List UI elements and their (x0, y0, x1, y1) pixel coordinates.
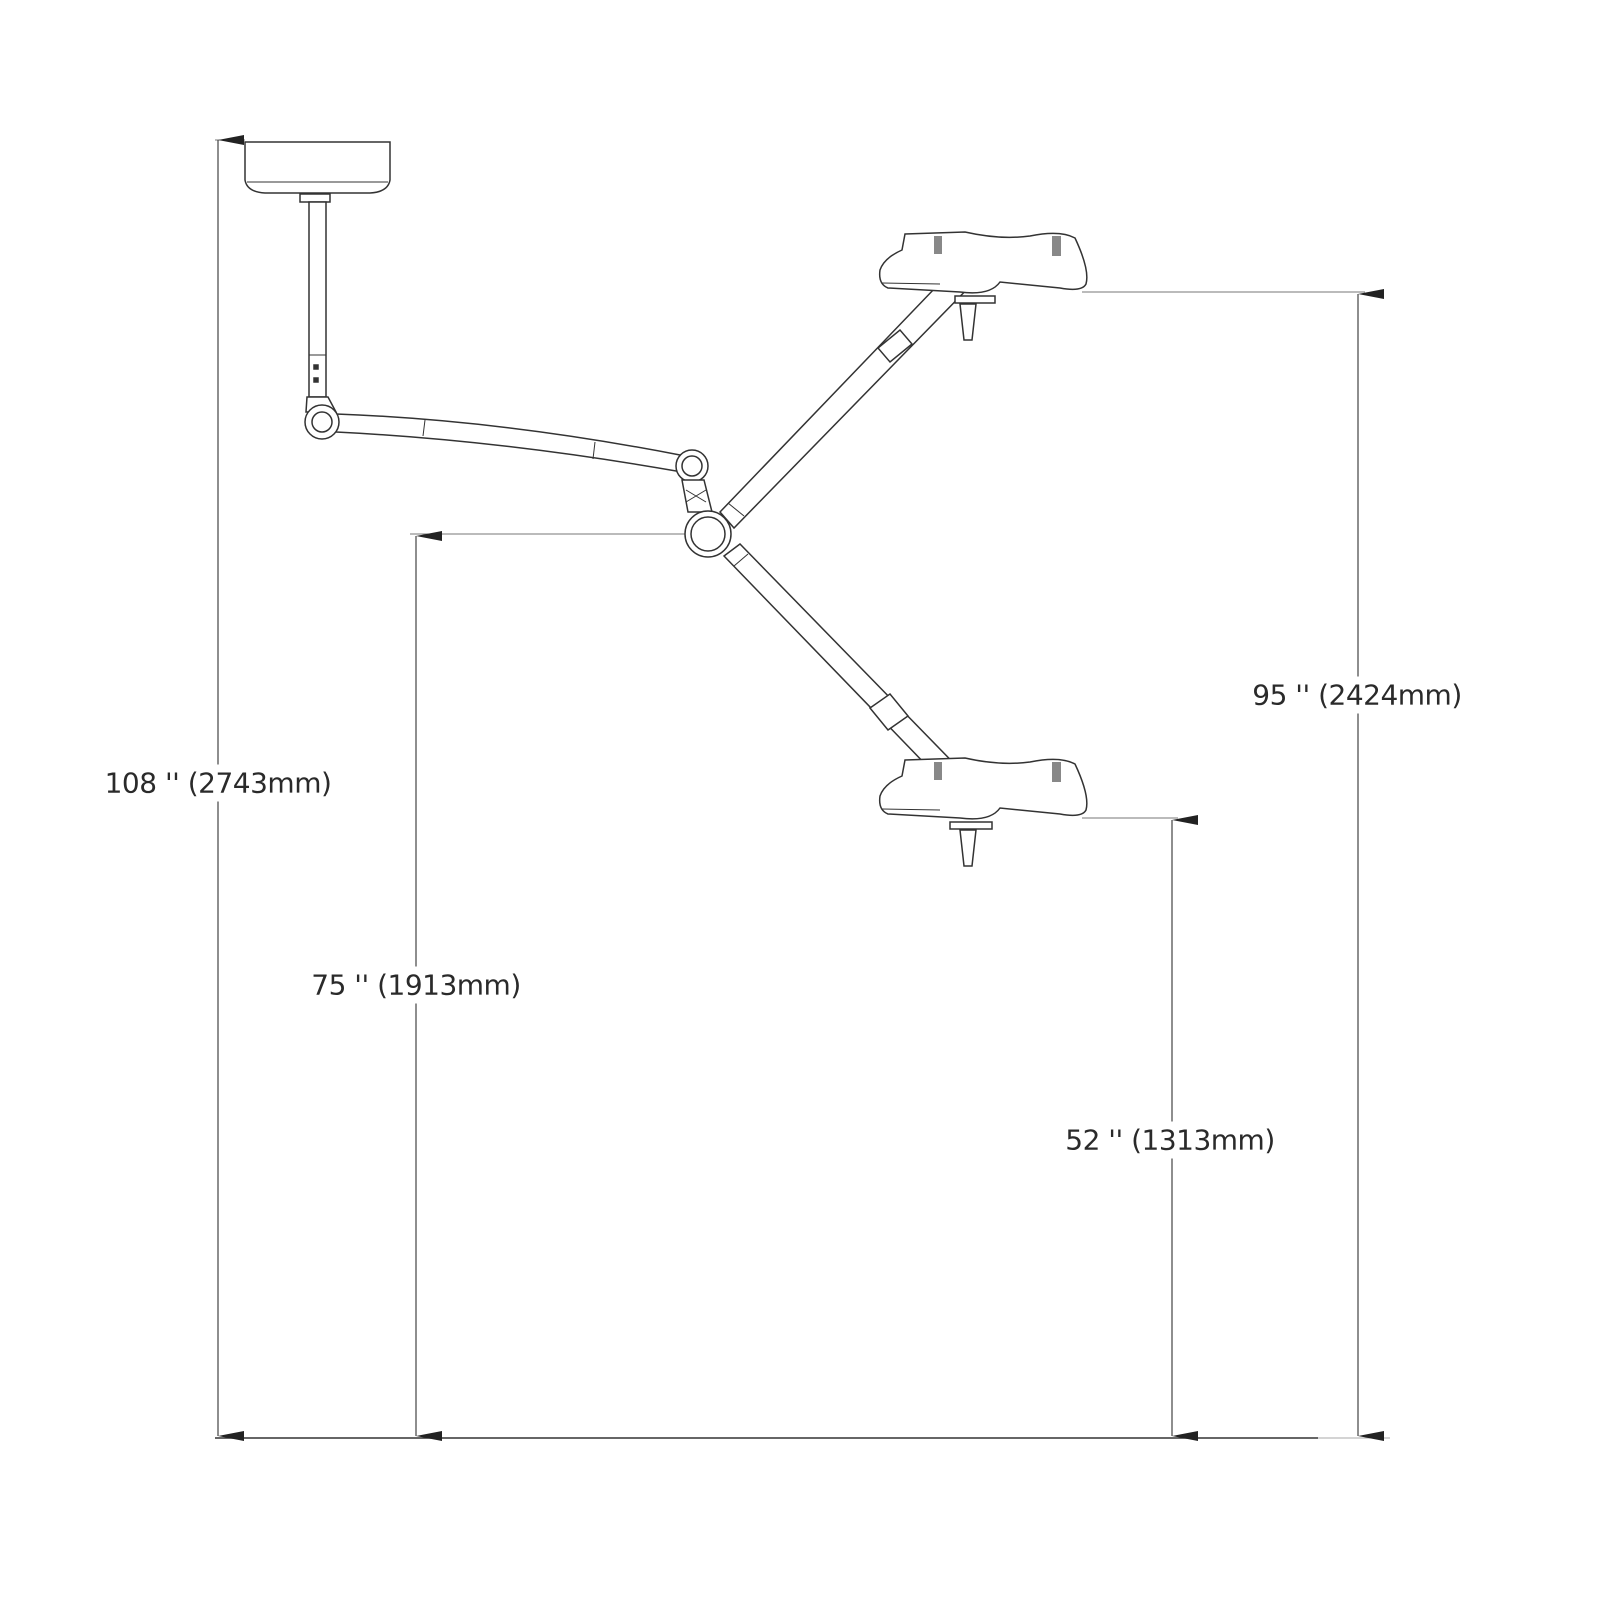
dimension-label-arm-joint-height: 75 '' (1913mm) (307, 966, 525, 1004)
dimension-label-lower-lamp-height: 52 '' (1313mm) (1061, 1121, 1279, 1159)
lower-lamp-head (878, 757, 1088, 867)
central-joint (684, 510, 732, 558)
upper-lamp-head (878, 231, 1088, 341)
extension-lines (215, 139, 1365, 819)
vertical-pole (305, 201, 338, 413)
upper-spring-arm (718, 260, 980, 530)
extension-arm (304, 404, 713, 513)
dimension-label-upper-lamp-height: 95 '' (2424mm) (1248, 676, 1466, 714)
ceiling-mount (244, 141, 391, 203)
dimension-label-total-height: 108 '' (2743mm) (100, 764, 336, 802)
